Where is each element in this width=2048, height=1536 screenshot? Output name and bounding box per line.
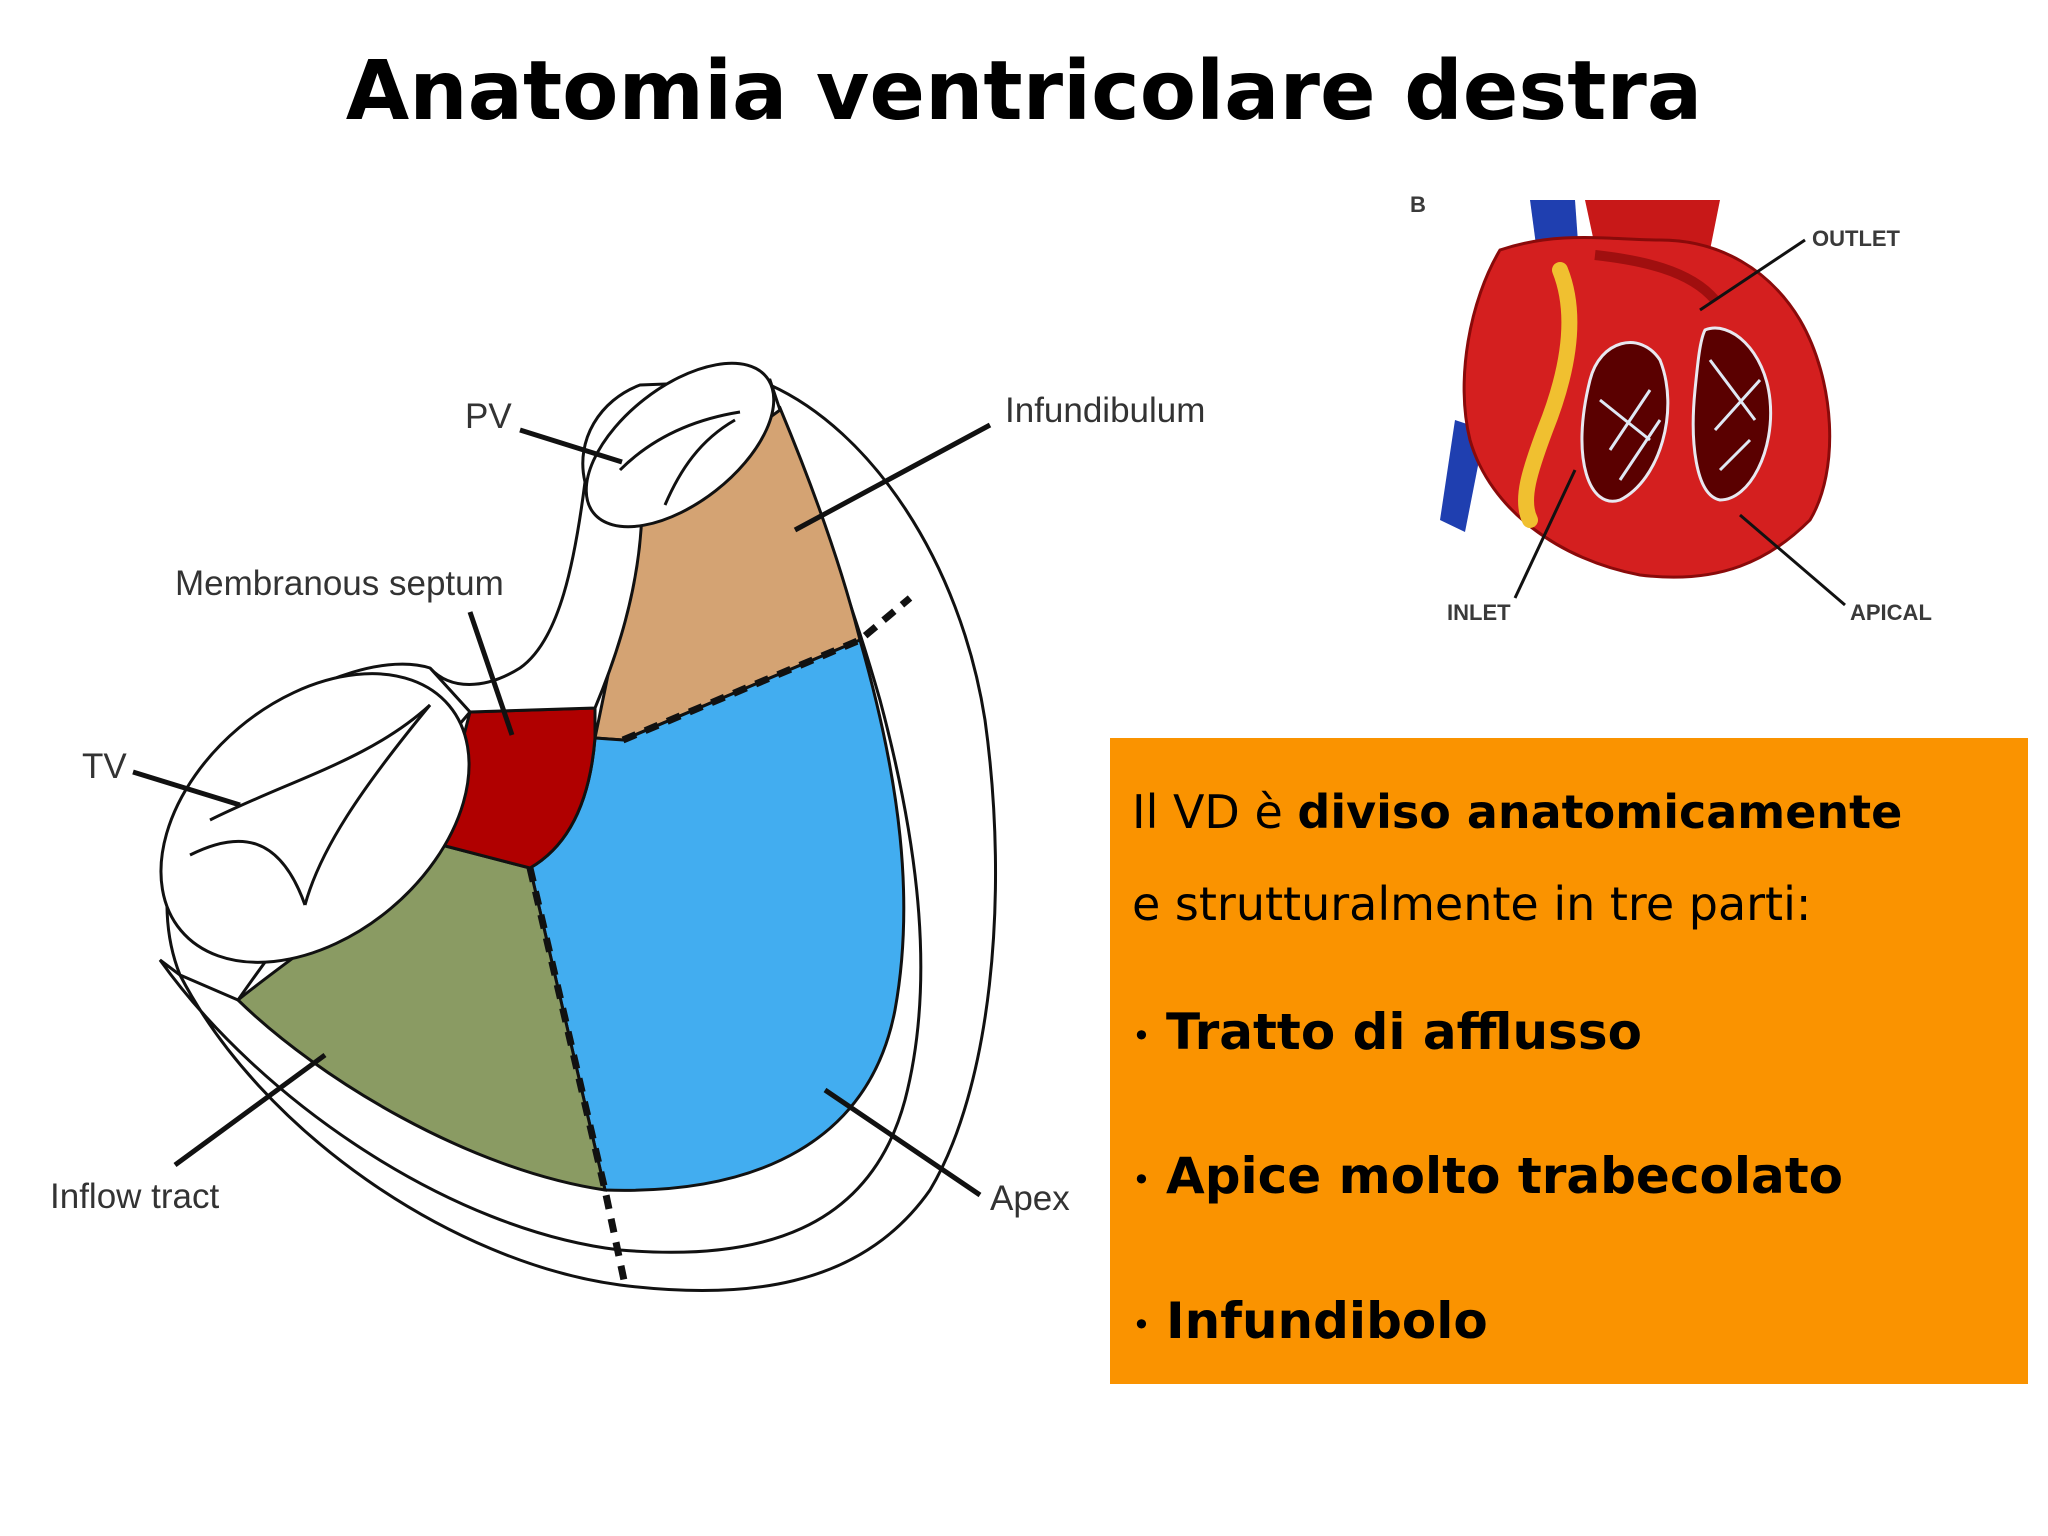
label-tv: TV <box>82 747 127 786</box>
info-intro-line-1: Il VD è diviso anatomicamente <box>1132 766 2006 858</box>
leader-pv <box>519 427 623 465</box>
bullet-text: Tratto di afflusso <box>1166 1003 1642 1061</box>
leader-membranous-septum <box>467 611 515 736</box>
bullet-text: Apice molto trabecolato <box>1166 1147 1843 1205</box>
label-inlet: INLET <box>1447 600 1511 625</box>
label-apex: Apex <box>990 1179 1070 1218</box>
coronary-fat-icon <box>1518 262 1578 528</box>
leader-tv <box>132 769 241 808</box>
leader-apex <box>823 1087 982 1198</box>
heart-illustration: B OUTLET INLET APICAL <box>1410 192 1932 625</box>
bullet-text: Infundibolo <box>1166 1292 1488 1350</box>
intro-bold-text: diviso anatomicamente <box>1297 785 1903 839</box>
leader-inflow-tract <box>173 1052 327 1168</box>
label-apical: APICAL <box>1850 600 1932 625</box>
leader-apical <box>1739 513 1846 607</box>
leader-inlet <box>1513 469 1577 599</box>
right-ventricle-opening-icon <box>1580 341 1670 503</box>
septal-wall <box>428 479 644 714</box>
label-membranous-septum: Membranous septum <box>175 564 504 603</box>
leader-outlet <box>1699 238 1806 312</box>
bullet-item: • Tratto di afflusso <box>1132 1003 1642 1061</box>
info-box: Il VD è diviso anatomicamente e struttur… <box>1110 738 2028 1384</box>
leader-infundibulum <box>793 422 992 533</box>
label-pv: PV <box>465 397 512 436</box>
label-infundibulum: Infundibulum <box>1005 391 1205 430</box>
bullet-dot-icon: • <box>1132 1305 1151 1344</box>
dashed-boundary-lower <box>526 867 629 1286</box>
slide-title: Anatomia ventricolare destra <box>345 44 1703 139</box>
dashed-boundary-upper <box>621 595 913 744</box>
bullet-dot-icon: • <box>1132 1016 1151 1055</box>
left-ventricle-opening-icon <box>1691 326 1773 502</box>
bullet-dot-icon: • <box>1132 1160 1151 1199</box>
bullet-item: • Apice molto trabecolato <box>1132 1147 1843 1205</box>
heart-panel-letter: B <box>1410 192 1426 217</box>
label-outlet: OUTLET <box>1812 226 1901 251</box>
ventricle-outer-wall <box>158 382 997 1293</box>
info-intro-line-2: e strutturalmente in tre parti: <box>1132 877 1812 931</box>
pulmonary-valve <box>581 361 782 529</box>
bullet-item: • Infundibolo <box>1132 1292 1488 1350</box>
intro-plain-text: Il VD è <box>1132 785 1298 839</box>
tricuspid-valve <box>159 662 472 1002</box>
label-inflow-tract: Inflow tract <box>50 1177 219 1216</box>
